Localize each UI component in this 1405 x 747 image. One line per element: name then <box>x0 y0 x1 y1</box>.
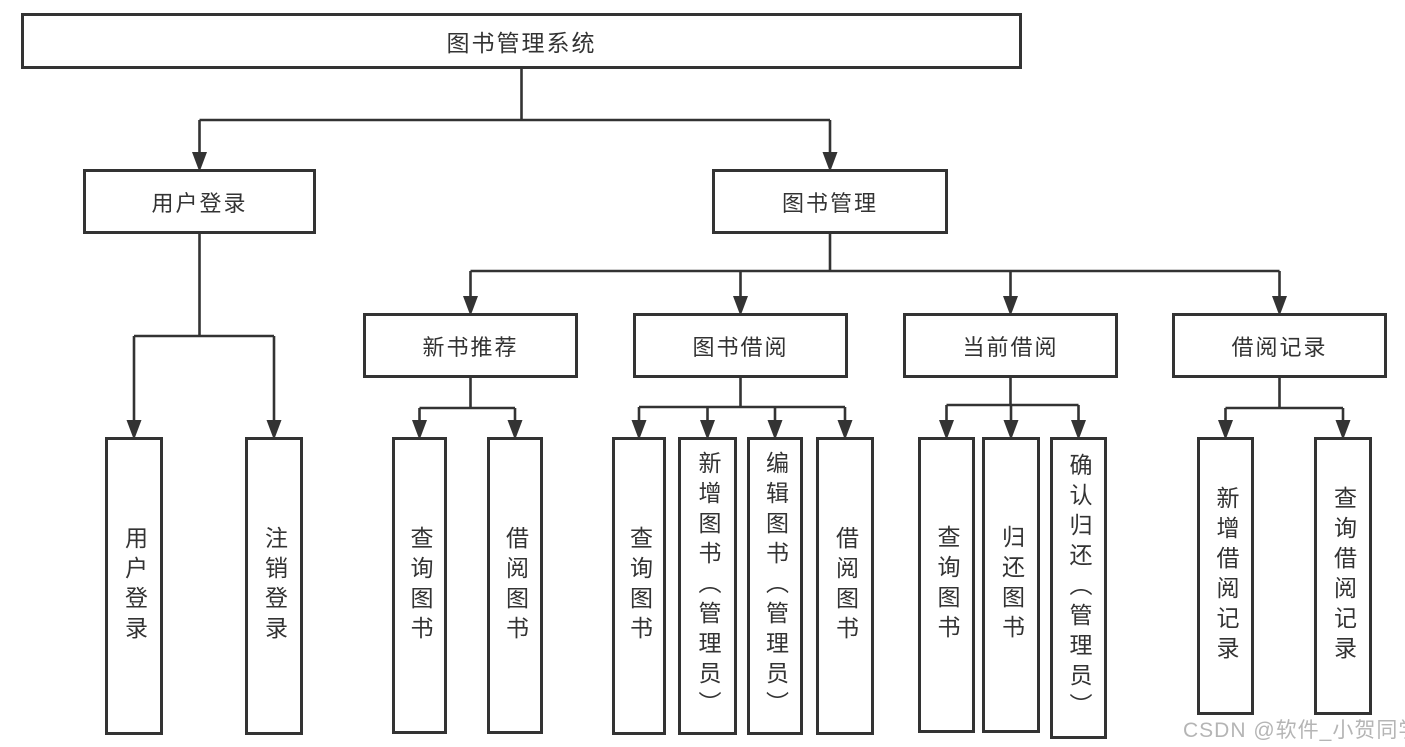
arrowhead-icon <box>126 420 142 440</box>
arrowhead-icon <box>1335 420 1351 440</box>
arrowhead-icon <box>412 420 427 440</box>
node-bb-edit: 编辑图书（管理员） <box>747 437 803 735</box>
arrowhead-icon <box>1272 296 1287 316</box>
node-label-br-query: 查询借阅记录 <box>1330 486 1357 666</box>
node-label-root: 图书管理系统 <box>446 30 597 56</box>
watermark: CSDN @软件_小贺同学 <box>1183 719 1405 742</box>
node-book-borrow: 图书借阅 <box>633 313 848 378</box>
arrowhead-icon <box>700 420 715 440</box>
node-label-current-borrow: 当前借阅 <box>962 334 1059 360</box>
arrowhead-icon <box>266 420 282 440</box>
node-cb-query: 查询图书 <box>918 437 975 733</box>
node-label-new-books: 新书推荐 <box>422 334 519 360</box>
arrowhead-icon <box>1003 296 1018 316</box>
node-label-book-borrow: 图书借阅 <box>692 334 789 360</box>
node-nb-borrow: 借阅图书 <box>487 437 543 734</box>
node-bb-query: 查询图书 <box>612 437 666 735</box>
node-cb-return: 归还图书 <box>982 437 1040 733</box>
node-label-nb-borrow: 借阅图书 <box>502 525 529 646</box>
node-label-leaf-logout: 注销登录 <box>261 526 288 646</box>
arrowhead-icon <box>767 420 783 440</box>
arrowhead-icon <box>939 420 954 440</box>
arrowhead-icon <box>192 152 207 172</box>
arrowhead-icon <box>1003 420 1019 440</box>
node-label-bb-edit: 编辑图书（管理员） <box>762 451 789 721</box>
arrowhead-icon <box>463 296 478 316</box>
node-cb-confirm: 确认归还（管理员） <box>1050 437 1107 739</box>
node-leaf-logout: 注销登录 <box>245 437 303 735</box>
node-bb-borrow: 借阅图书 <box>816 437 874 735</box>
node-root: 图书管理系统 <box>21 13 1022 69</box>
node-label-br-add: 新增借阅记录 <box>1213 486 1239 666</box>
node-label-bb-add: 新增图书（管理员） <box>695 451 721 721</box>
node-label-cb-query: 查询图书 <box>934 525 960 645</box>
node-current-borrow: 当前借阅 <box>903 313 1118 378</box>
node-label-leaf-user-login: 用户登录 <box>121 526 148 646</box>
node-nb-query: 查询图书 <box>392 437 447 734</box>
node-label-cb-confirm: 确认归还（管理员） <box>1066 453 1092 723</box>
node-leaf-user-login: 用户登录 <box>105 437 163 735</box>
node-label-bb-borrow: 借阅图书 <box>832 526 859 646</box>
arrowhead-icon <box>507 420 523 440</box>
node-label-bb-query: 查询图书 <box>626 526 653 646</box>
node-label-book-mgmt: 图书管理 <box>781 190 878 216</box>
node-br-add: 新增借阅记录 <box>1197 437 1254 715</box>
arrowhead-icon <box>837 420 853 440</box>
arrowhead-icon <box>1071 420 1086 440</box>
node-borrow-records: 借阅记录 <box>1172 313 1387 378</box>
node-br-query: 查询借阅记录 <box>1314 437 1372 715</box>
node-bb-add: 新增图书（管理员） <box>678 437 737 735</box>
node-label-borrow-records: 借阅记录 <box>1231 334 1328 360</box>
arrowhead-icon <box>631 420 647 440</box>
node-label-cb-return: 归还图书 <box>998 525 1025 645</box>
node-new-books: 新书推荐 <box>363 313 578 378</box>
arrowhead-icon <box>1218 420 1233 440</box>
node-label-login: 用户登录 <box>151 190 248 216</box>
node-login: 用户登录 <box>83 169 316 234</box>
arrowhead-icon <box>822 152 838 172</box>
node-label-nb-query: 查询图书 <box>407 525 433 646</box>
arrowhead-icon <box>733 296 748 316</box>
node-book-mgmt: 图书管理 <box>712 169 948 234</box>
